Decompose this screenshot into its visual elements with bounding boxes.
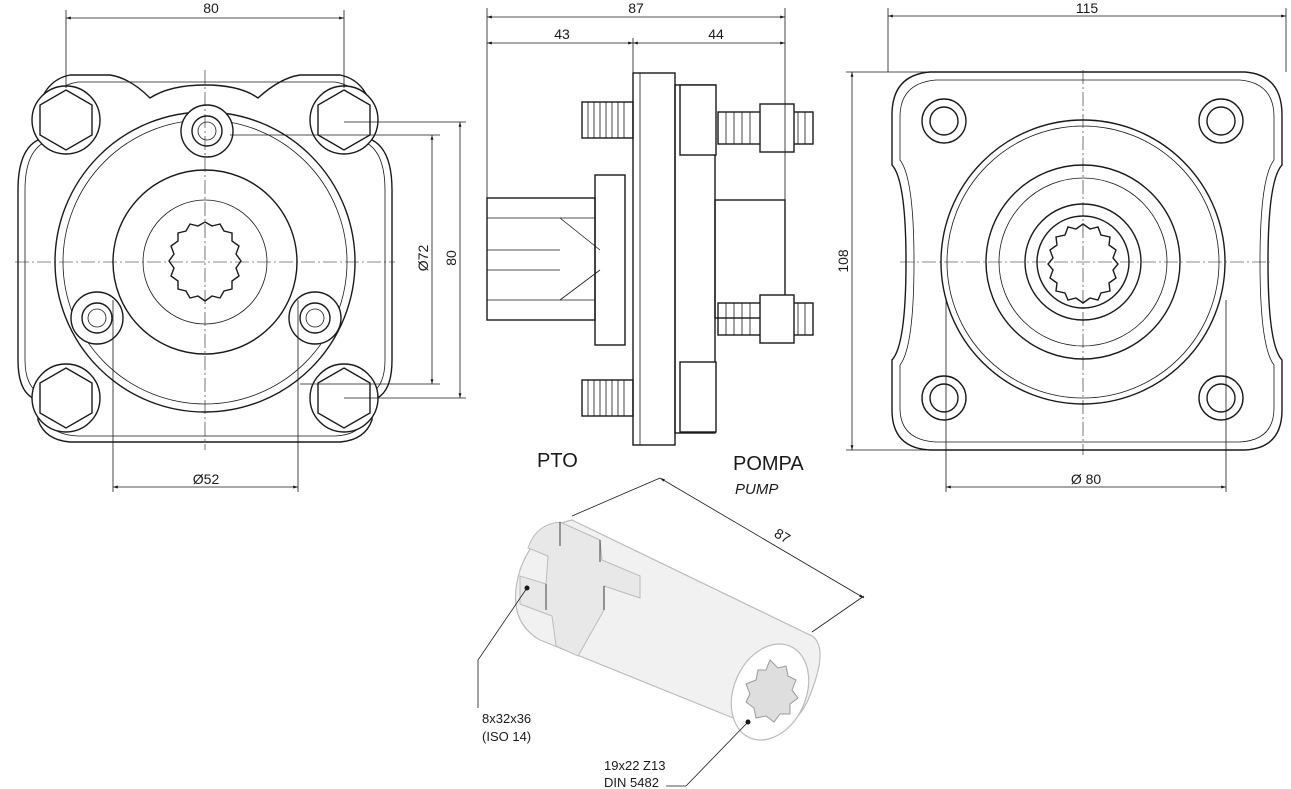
side-right-dim: 44 — [708, 26, 724, 42]
pto-label: PTO — [537, 450, 578, 472]
rear-view: 115 108 Ø 80 — [835, 0, 1287, 492]
front-bottom-dia-dim: Ø52 — [193, 471, 220, 487]
spline-b-line1: 19x22 Z13 — [604, 758, 665, 773]
front-flange-bolts — [70, 104, 342, 345]
side-total-dim: 87 — [628, 0, 644, 16]
rear-height-dim: 108 — [835, 249, 851, 273]
rear-dia-dim: Ø 80 — [1071, 471, 1102, 487]
spline-b-line2: DIN 5482 — [604, 775, 659, 789]
pump-label-en: PUMP — [735, 481, 778, 498]
front-bolt-heads — [31, 85, 379, 433]
front-inner-dia-dim: Ø72 — [415, 245, 431, 272]
rear-corner-holes — [921, 98, 1244, 421]
spline-a-line2: (ISO 14) — [482, 729, 531, 744]
front-width-dim: 80 — [203, 0, 219, 16]
pump-label: POMPA — [733, 453, 804, 475]
rear-width-dim: 115 — [1076, 0, 1099, 16]
front-height-dim: 80 — [443, 250, 459, 266]
iso-length-dim: 87 — [772, 525, 794, 547]
side-view: 87 43 44 PTO POMPA PUMP — [486, 0, 814, 498]
side-left-dim: 43 — [554, 26, 570, 42]
iso-view: 87 8x32x36 (ISO 14) 19x22 Z13 DIN 5482 — [477, 477, 865, 789]
spline-a-line1: 8x32x36 — [482, 711, 531, 726]
front-view: 80 Ø72 80 Ø52 — [15, 0, 466, 492]
